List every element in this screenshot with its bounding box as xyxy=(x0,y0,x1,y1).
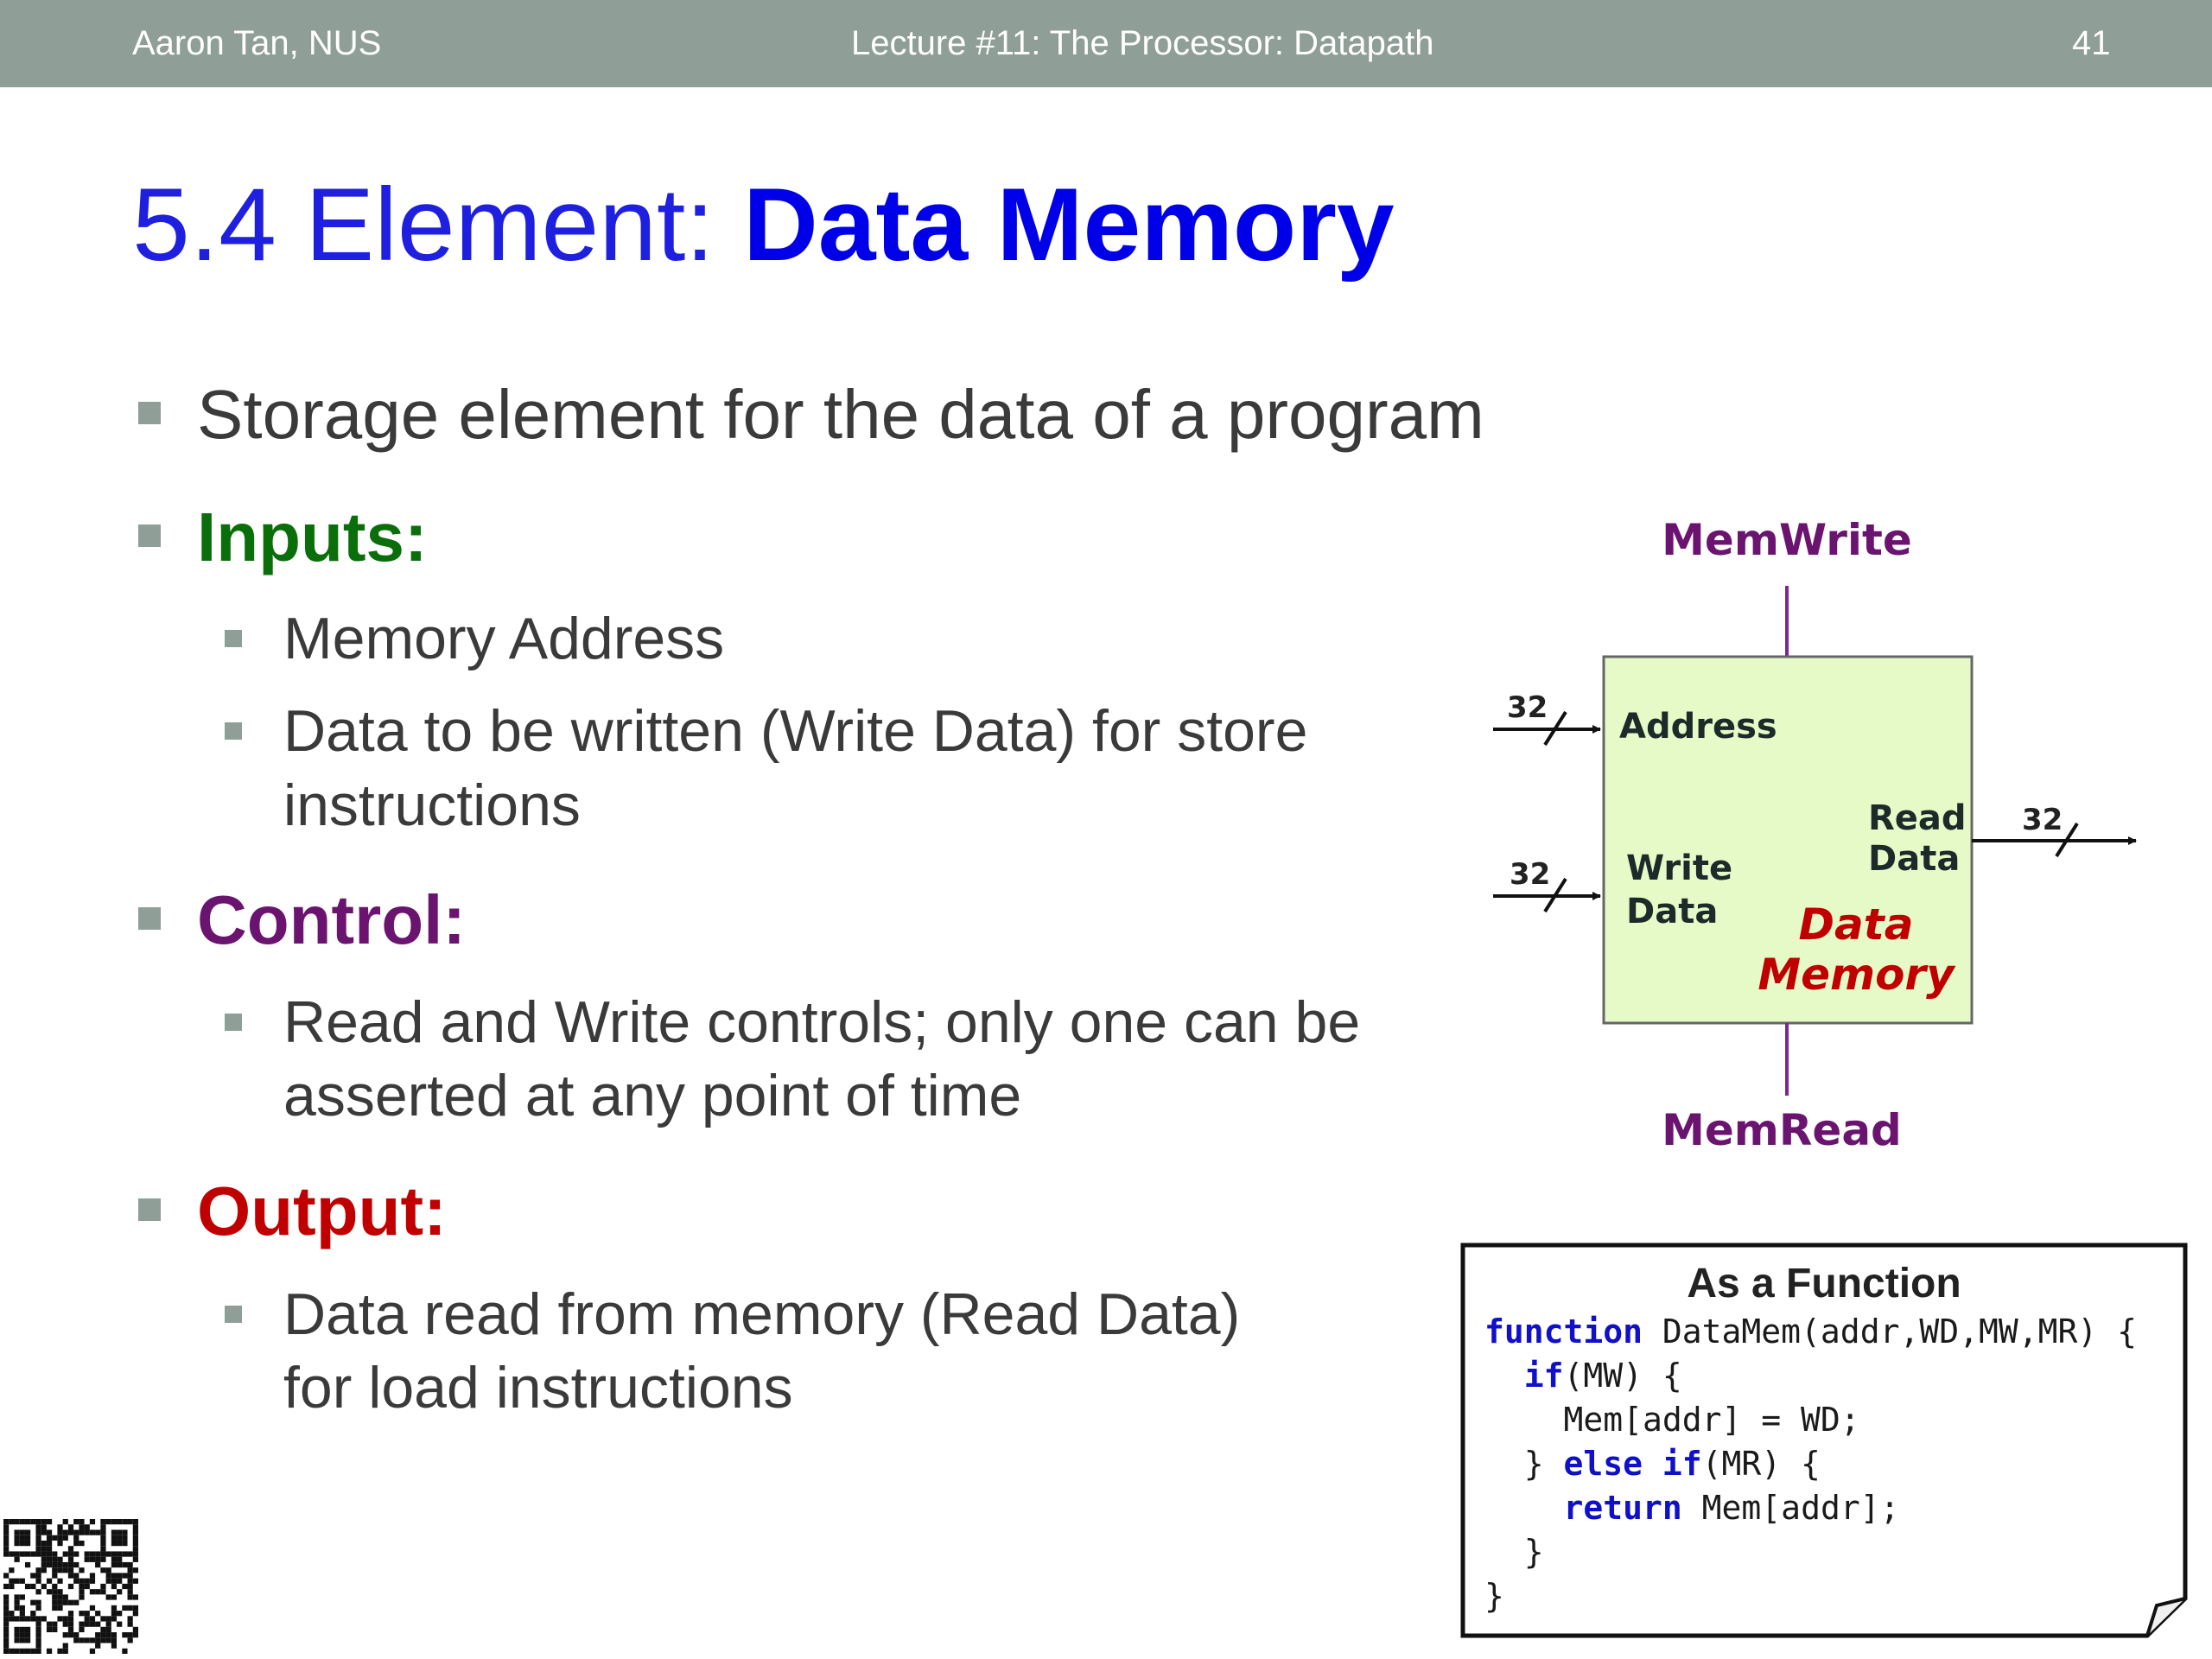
function-code: function DataMem(addr,WD,MW,MR) { if(MW)… xyxy=(1484,1310,2137,1618)
bullet-storage: Storage element for the data of a progra… xyxy=(197,376,1484,453)
code-text: Mem[addr] = WD; xyxy=(1484,1401,1860,1439)
slide-title: 5.4 Element: Data Memory xyxy=(132,160,1395,289)
sub-bullet-marker xyxy=(225,1014,242,1031)
memread-label: MemRead xyxy=(1662,1105,1902,1155)
read-data-bus-slash xyxy=(2055,822,2079,858)
read-data-bus-width: 32 xyxy=(2022,803,2063,837)
function-box: As a Function function DataMem(addr,WD,M… xyxy=(1460,1243,2188,1638)
write-data-bus-width: 32 xyxy=(1510,857,1550,892)
code-line: if(MW) { xyxy=(1484,1354,2137,1398)
code-line: } xyxy=(1484,1530,2137,1574)
function-box-title: As a Function xyxy=(1687,1261,1961,1306)
output-item-cont: for load instructions xyxy=(283,1355,793,1421)
inputs-heading: Inputs: xyxy=(197,499,428,575)
write-data-bus-slash xyxy=(1543,877,1567,913)
code-text: Mem[addr]; xyxy=(1681,1489,1900,1527)
memory-name-label: Data xyxy=(1799,899,1914,950)
code-keyword: else if xyxy=(1563,1445,1702,1483)
inputs-item-write-data-cont: instructions xyxy=(283,772,581,838)
code-text xyxy=(1484,1489,1564,1527)
code-text: } xyxy=(1484,1445,1564,1483)
address-bus-width: 32 xyxy=(1507,690,1548,725)
code-line: return Mem[addr]; xyxy=(1484,1486,2137,1530)
write-data-port-label: Write xyxy=(1626,849,1732,888)
header-lecture-title: Lecture #11: The Processor: Datapath xyxy=(851,24,1434,62)
bullet-marker xyxy=(138,524,161,547)
bullet-marker xyxy=(138,402,161,424)
bullet-marker xyxy=(138,1198,161,1221)
header-page-number: 41 xyxy=(2072,24,2111,62)
output-item: Data read from memory (Read Data) xyxy=(283,1281,1241,1347)
code-text: DataMem(addr,WD,MW,MR) { xyxy=(1643,1313,2137,1351)
code-line: Mem[addr] = WD; xyxy=(1484,1398,2137,1442)
sub-bullet-marker xyxy=(225,630,242,647)
slide-title-emphasis: Data Memory xyxy=(743,167,1395,283)
code-keyword: function xyxy=(1484,1313,1643,1351)
read-data-port-label: Read xyxy=(1868,798,1967,838)
inputs-item-write-data: Data to be written (Write Data) for stor… xyxy=(283,698,1308,764)
code-line: } xyxy=(1484,1574,2137,1618)
control-item-cont: asserted at any point of time xyxy=(283,1063,1022,1128)
sub-bullet-marker xyxy=(225,1306,242,1323)
header-author: Aaron Tan, NUS xyxy=(132,24,382,62)
memory-name-label-2: Memory xyxy=(1758,950,1956,1000)
control-heading: Control: xyxy=(197,881,467,958)
bullet-marker xyxy=(138,907,161,930)
code-keyword: return xyxy=(1563,1489,1682,1527)
code-text: } xyxy=(1484,1577,1504,1615)
data-memory-diagram: MemWrite MemRead 32 Address 32 Write Dat… xyxy=(1493,515,2137,1155)
code-keyword: if xyxy=(1523,1357,1564,1395)
sub-bullet-marker xyxy=(225,722,242,740)
slide-title-prefix: 5.4 Element: xyxy=(132,167,744,283)
code-text: (MW) { xyxy=(1563,1357,1682,1395)
code-text: (MR) { xyxy=(1701,1445,1821,1483)
code-line: } else if(MR) { xyxy=(1484,1442,2137,1486)
code-text xyxy=(1484,1357,1524,1395)
function-box-frame xyxy=(1460,1243,2188,1638)
code-line: function DataMem(addr,WD,MW,MR) { xyxy=(1484,1310,2137,1354)
control-item: Read and Write controls; only one can be xyxy=(283,989,1361,1055)
code-text: } xyxy=(1484,1533,1544,1571)
address-bus-slash xyxy=(1543,710,1567,747)
output-heading: Output: xyxy=(197,1173,447,1249)
qr-code-icon xyxy=(3,1519,138,1654)
read-data-port-label-2: Data xyxy=(1868,839,1960,879)
address-port-label: Address xyxy=(1619,707,1777,747)
memwrite-label: MemWrite xyxy=(1662,515,1912,565)
slide-header: Aaron Tan, NUS Lecture #11: The Processo… xyxy=(0,0,2212,87)
inputs-item-address: Memory Address xyxy=(283,606,725,671)
write-data-port-label-2: Data xyxy=(1626,892,1718,931)
